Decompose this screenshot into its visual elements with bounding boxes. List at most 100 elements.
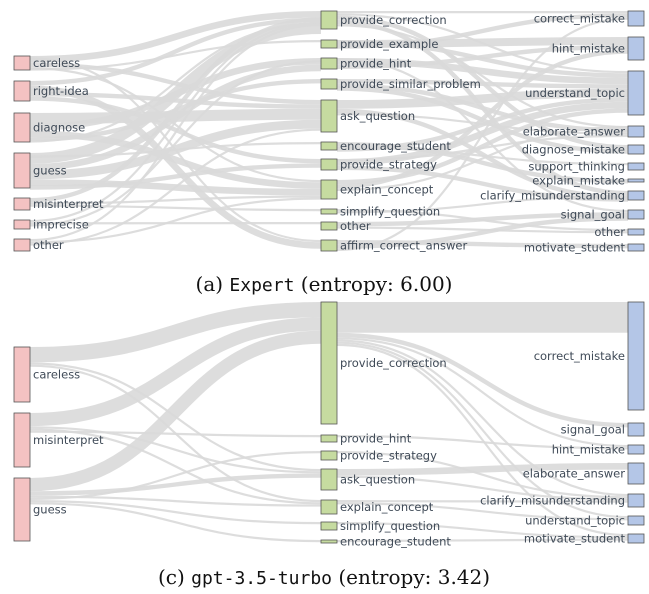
flow-link	[29, 302, 322, 363]
flow-link	[336, 240, 629, 249]
node-label-left: imprecise	[33, 218, 89, 232]
node-label-mid: other	[340, 219, 371, 233]
flow-link	[29, 426, 322, 474]
node-left-misinterpret	[13, 412, 31, 468]
node-right-hint-mistake	[627, 36, 645, 61]
node-right-hint-mistake	[627, 444, 645, 455]
node-label-left: careless	[33, 56, 80, 70]
node-left-imprecise	[13, 219, 31, 230]
node-label-mid: provide_strategy	[340, 158, 437, 172]
node-label-left: misinterpret	[33, 433, 104, 447]
flow-link	[29, 142, 322, 158]
node-label-right: elaborate_answer	[523, 125, 626, 139]
node-mid-ask-question	[320, 468, 338, 491]
node-right-elaborate-answer	[627, 462, 645, 485]
flow-link	[29, 430, 322, 438]
flow-link	[336, 337, 629, 448]
node-mid-provide-correction	[320, 10, 338, 30]
node-right-motivate-student	[627, 533, 645, 544]
node-label-right: other	[594, 225, 625, 239]
flow-link	[29, 21, 322, 223]
node-label-mid: provide_example	[340, 37, 438, 51]
flow-link	[29, 500, 322, 525]
flow-link	[29, 195, 322, 205]
node-right-understand-topic	[627, 515, 645, 526]
node-label-left: guess	[33, 503, 67, 517]
flow-link	[336, 339, 629, 497]
node-mid-encourage-student	[320, 539, 338, 544]
flow-link	[29, 428, 322, 505]
flow-link	[336, 97, 629, 152]
node-label-right: motivate_student	[524, 241, 626, 255]
node-label-mid: ask_question	[340, 109, 415, 123]
node-label-mid: affirm_correct_answer	[340, 239, 467, 253]
node-mid-other	[320, 221, 338, 231]
node-label-mid: simplify_question	[340, 519, 440, 533]
flow-link	[29, 330, 322, 492]
node-label-right: signal_goal	[561, 423, 625, 437]
node-mid-simplify-question	[320, 208, 338, 215]
flow-link	[29, 473, 322, 496]
node-left-other	[13, 238, 31, 252]
flow-link	[29, 17, 322, 203]
flow-link	[29, 502, 322, 543]
node-right-other	[627, 228, 645, 236]
node-mid-encourage-student	[320, 141, 338, 151]
node-mid-explain-concept	[320, 179, 338, 200]
node-left-right-idea	[13, 80, 31, 102]
node-mid-provide-hint	[320, 434, 338, 443]
nodes-gpt: carelessmisinterpretguessprovide_correct…	[13, 301, 645, 549]
node-label-left: guess	[33, 164, 67, 178]
node-label-right: hint_mistake	[552, 42, 625, 56]
node-label-left: diagnose	[33, 121, 85, 135]
node-right-understand-topic	[627, 70, 645, 116]
node-mid-affirm-correct-answer	[320, 239, 338, 252]
node-left-guess	[13, 152, 31, 189]
node-right-diagnose-mistake	[627, 144, 645, 155]
node-right-correct-mistake	[627, 10, 645, 27]
flow-link	[336, 49, 629, 189]
flow-link	[336, 58, 629, 85]
node-label-right: clarify_misunderstanding	[480, 189, 625, 203]
node-label-right: understand_topic	[525, 86, 625, 100]
flow-link	[336, 83, 629, 133]
node-mid-simplify-question	[320, 521, 338, 531]
flow-link	[336, 463, 629, 476]
node-label-right: correct_mistake	[534, 349, 625, 363]
flow-link	[29, 11, 322, 63]
node-label-mid: provide_strategy	[340, 449, 437, 463]
node-label-right: clarify_misunderstanding	[480, 494, 625, 508]
flow-link	[29, 23, 322, 242]
node-label-mid: encourage_student	[340, 139, 451, 153]
node-label-right: hint_mistake	[552, 443, 625, 457]
flow-link	[336, 88, 629, 109]
node-mid-provide-correction	[320, 301, 338, 425]
node-label-right: correct_mistake	[534, 12, 625, 26]
flow-link	[336, 126, 629, 191]
flow-link	[336, 343, 629, 537]
node-label-left: other	[33, 238, 64, 252]
flow-link	[29, 317, 322, 427]
flow-link	[336, 341, 629, 519]
node-right-correct-mistake	[627, 301, 645, 411]
node-label-right: motivate_student	[524, 532, 626, 546]
flow-link	[29, 40, 322, 71]
flow-link	[336, 24, 629, 129]
nodes-expert: carelessright-ideadiagnoseguessmisinterp…	[13, 10, 645, 255]
flow-link	[29, 60, 322, 227]
node-right-signal-goal	[627, 209, 645, 220]
flow-link	[336, 522, 629, 539]
flow-link	[29, 96, 322, 164]
flow-link	[336, 332, 629, 428]
flow-link	[29, 204, 322, 212]
flow-link	[336, 79, 629, 89]
flow-link	[336, 212, 629, 227]
node-label-mid: encourage_student	[340, 535, 451, 549]
flows-gpt	[29, 302, 629, 543]
node-label-mid: provide_similar_problem	[340, 77, 481, 91]
node-left-careless	[13, 346, 31, 403]
flow-link	[336, 538, 629, 543]
node-label-mid: explain_concept	[340, 500, 434, 514]
node-label-left: right-idea	[33, 84, 89, 98]
